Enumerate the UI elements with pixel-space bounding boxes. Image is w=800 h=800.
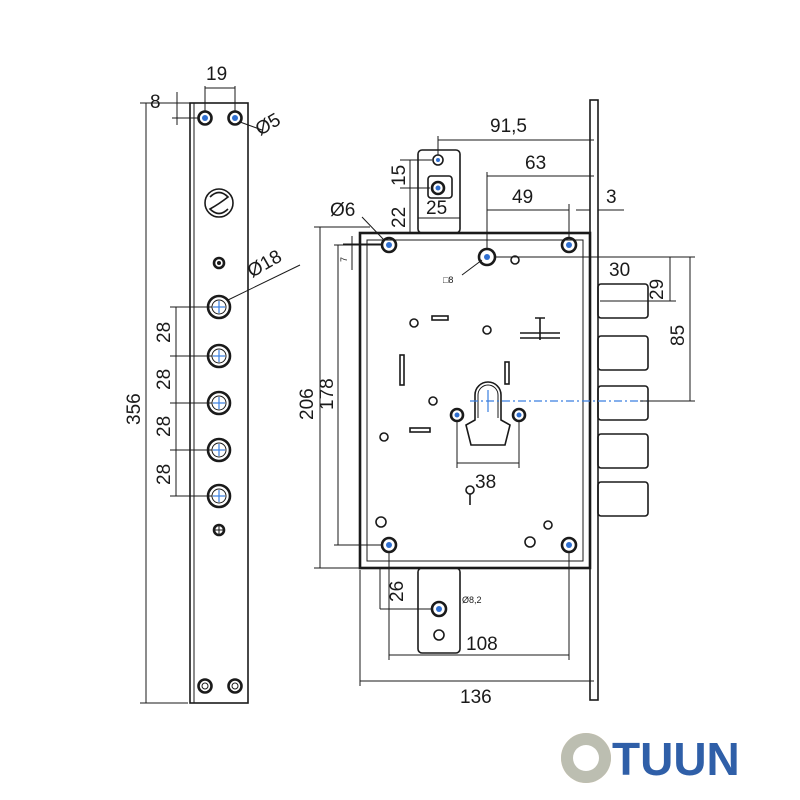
svg-text:Ø6: Ø6	[330, 200, 355, 221]
dim-d18: Ø18	[227, 246, 301, 301]
svg-text:15: 15	[389, 165, 410, 186]
svg-text:Ø8,2: Ø8,2	[462, 595, 482, 605]
svg-text:30: 30	[609, 260, 630, 281]
svg-text:28: 28	[154, 322, 175, 343]
dim-8: 8	[150, 92, 198, 125]
svg-text:38: 38	[475, 472, 496, 493]
svg-text:25: 25	[426, 198, 447, 219]
strike-bottom-screw-left	[197, 678, 213, 694]
brand-logo-text: TUUN	[612, 733, 740, 785]
svg-text:91,5: 91,5	[490, 116, 527, 137]
dim-d6: Ø6	[330, 200, 385, 241]
dim-38: 38	[456, 421, 520, 493]
svg-text:206: 206	[297, 388, 318, 420]
strike-top-screw-left	[197, 110, 213, 126]
case-screw-bottom-left	[380, 536, 398, 554]
strike-bottom-screw-right	[227, 678, 243, 694]
dim-d8-2: Ø8,2	[462, 595, 482, 605]
svg-text:29: 29	[647, 279, 668, 300]
case-internal-details	[375, 255, 560, 548]
dim-206: 206	[297, 226, 418, 569]
dim-square-8: □8	[443, 259, 483, 285]
svg-text:356: 356	[124, 393, 145, 425]
dim-7: 7	[339, 236, 382, 270]
strike-top-screw-right	[227, 110, 243, 126]
svg-text:7: 7	[339, 257, 349, 262]
case-screw-top-middle	[477, 247, 497, 267]
svg-text:22: 22	[389, 207, 410, 228]
svg-text:26: 26	[387, 581, 408, 602]
brand-logo: TUUN	[561, 733, 740, 785]
cylinder-cutout	[449, 381, 648, 446]
svg-text:85: 85	[668, 325, 689, 346]
dim-30-29-85: 30 29 85	[495, 256, 695, 402]
svg-text:63: 63	[525, 153, 546, 174]
dim-d5: Ø5	[239, 109, 284, 140]
dim-26: 26	[379, 568, 432, 610]
svg-text:28: 28	[154, 369, 175, 390]
brand-logo-icon	[561, 733, 611, 783]
dim-28-chain: 28 28 28 28	[154, 306, 212, 497]
dim-22-15: 22 15	[389, 159, 432, 234]
svg-text:□8: □8	[443, 275, 453, 285]
faceplate-small-pin	[212, 256, 226, 270]
svg-text:49: 49	[512, 187, 533, 208]
case-screw-bottom-right	[560, 536, 578, 554]
svg-text:108: 108	[466, 634, 498, 655]
svg-text:Ø5: Ø5	[252, 109, 284, 140]
dim-356: 356	[124, 102, 188, 704]
svg-text:19: 19	[206, 64, 227, 85]
svg-text:28: 28	[154, 416, 175, 437]
lock-bolts	[597, 283, 649, 517]
faceplate-logo-icon	[204, 188, 234, 218]
svg-text:28: 28	[154, 464, 175, 485]
faceplate-bottom-pin	[212, 523, 226, 537]
lock-body-view: 91,5 63 49 3 22 15	[297, 99, 695, 708]
dim-108: 108	[388, 552, 570, 660]
dim-136: 136	[359, 570, 594, 708]
dim-63: 63	[486, 153, 594, 250]
lock-top-tab	[417, 149, 461, 234]
lock-bottom-tab	[417, 567, 461, 654]
dim-25: 25	[418, 198, 460, 219]
svg-text:178: 178	[317, 378, 338, 410]
strike-plate-view: 19 8 Ø5 Ø18 28 28 28	[124, 64, 301, 704]
dim-49: 49	[487, 187, 570, 238]
svg-text:Ø18: Ø18	[244, 246, 286, 282]
dim-3: 3	[576, 187, 624, 211]
dim-178: 178	[317, 244, 382, 546]
svg-text:3: 3	[606, 187, 617, 208]
dim-91-5: 91,5	[437, 116, 594, 155]
svg-text:136: 136	[460, 687, 492, 708]
dim-19: 19	[204, 64, 236, 112]
